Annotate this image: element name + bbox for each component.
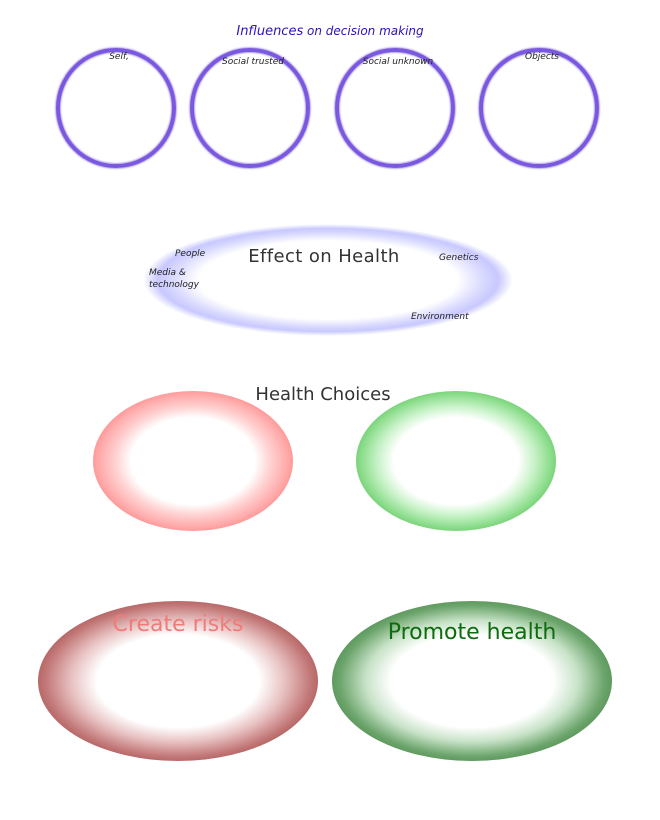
outcome-oval-health	[332, 601, 612, 761]
promote-health-label: Promote health	[387, 620, 557, 645]
influence-circle-self	[56, 48, 176, 168]
influence-circle-social-trusted	[190, 48, 310, 168]
effect-ellipse	[143, 224, 513, 336]
influence-label-social-trusted: Social trusted	[222, 57, 284, 67]
effect-title: Effect on Health	[248, 246, 400, 267]
outcome-oval-risk	[38, 601, 318, 761]
influences-title-main: Influences	[236, 24, 304, 39]
influence-label-objects: Objects	[524, 52, 559, 62]
influence-circle-social-unknown	[335, 48, 455, 168]
choice-oval-health	[356, 391, 556, 531]
effect-label-genetics: Genetics	[439, 253, 479, 263]
influence-label-social-unknown: Social unknown	[362, 57, 434, 67]
influence-label-self: Self,	[109, 52, 129, 62]
influences-title: Influences on decision making	[0, 24, 660, 39]
effect-label-media-line1: Media &	[149, 268, 186, 278]
choices-title: Health Choices	[255, 384, 391, 405]
influences-title-rest: on decision making	[303, 24, 424, 38]
create-risks-label: Create risks	[112, 612, 244, 637]
effect-label-people: People	[175, 249, 206, 259]
effect-label-environment: Environment	[411, 312, 469, 322]
choice-oval-risk	[93, 391, 293, 531]
influence-circle-objects	[479, 48, 599, 168]
effect-label-media-line2: technology	[149, 280, 199, 290]
